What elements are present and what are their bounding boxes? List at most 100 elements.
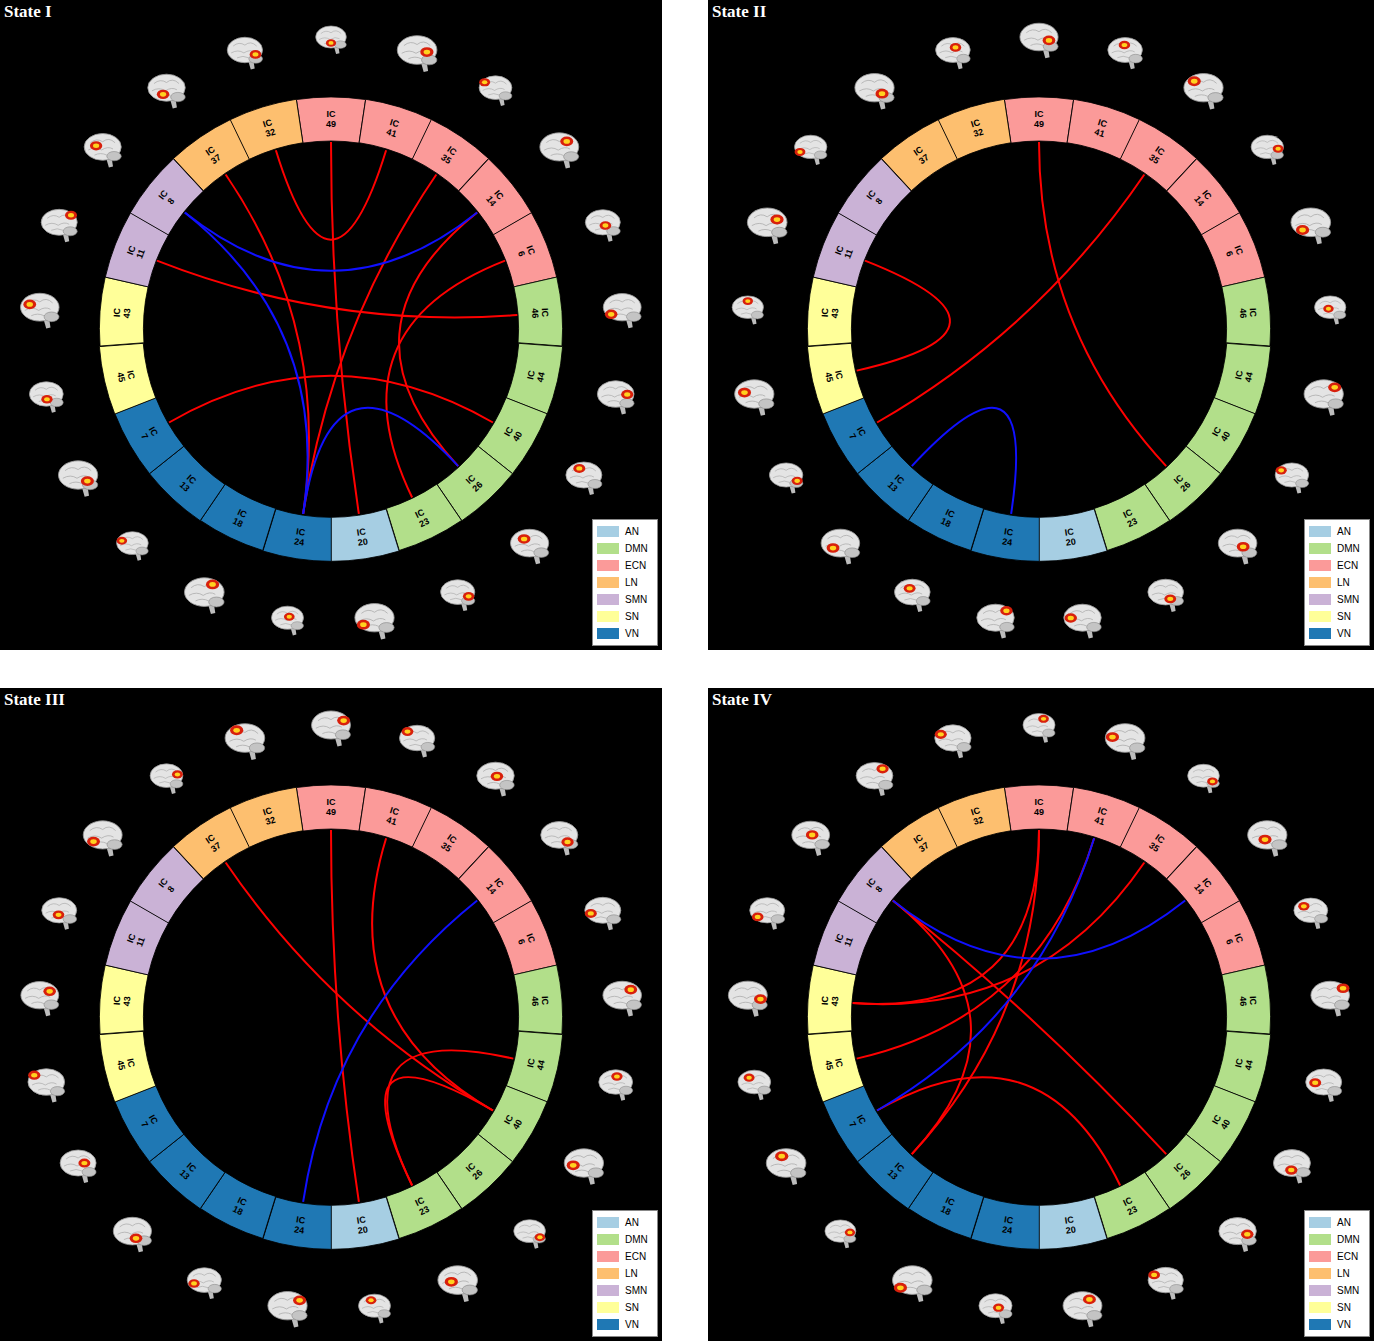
connectivity-chord	[303, 174, 436, 513]
legend-label: AN	[625, 526, 639, 537]
activation-core	[757, 997, 763, 1002]
brain-thumbnail	[511, 529, 549, 564]
brain-thumbnail	[1273, 1150, 1310, 1184]
legend-row: DMN	[597, 1231, 653, 1248]
brain-thumbnail	[935, 725, 971, 758]
brain-thumbnail	[1105, 724, 1145, 760]
segment-label-wrap: IC 45	[803, 1023, 866, 1104]
state-panel: State IVIC 49IC 41IC 35IC 14IC 6IC 46IC …	[708, 688, 1374, 1341]
brain-thumbnail	[1184, 74, 1223, 110]
brain-thumbnail	[358, 1294, 390, 1323]
brain-cerebellum	[292, 1311, 307, 1321]
segment-label-wrap: IC 45	[95, 335, 158, 416]
legend-swatch	[1309, 1319, 1331, 1330]
brain-cerebellum	[500, 780, 515, 789]
brain-thumbnail	[792, 821, 830, 856]
brain-cerebellum	[1000, 622, 1015, 631]
activation-core	[119, 539, 124, 543]
activation-core	[44, 397, 50, 401]
legend-row: AN	[597, 1214, 653, 1231]
segment-outline	[97, 277, 148, 349]
brain-thumbnail	[28, 1069, 65, 1103]
component-label: IC 37	[203, 832, 223, 854]
activation-core	[1312, 1081, 1318, 1085]
brain-thumbnail	[747, 208, 787, 244]
segment-label-wrap: IC 20	[323, 1196, 401, 1254]
segment-outline	[938, 97, 1018, 161]
brain-gyri	[796, 827, 823, 843]
activation-blob	[479, 78, 490, 86]
brain-cortex	[185, 578, 225, 607]
activation-blob	[1309, 1078, 1321, 1087]
activation-core	[938, 732, 944, 736]
component-label: IC 11	[832, 244, 854, 260]
ring-segment: IC 32	[228, 783, 311, 850]
activation-core	[27, 302, 33, 307]
brain-cortex	[358, 1294, 390, 1317]
component-label: IC 6	[516, 932, 538, 948]
brain-cortex	[150, 764, 183, 788]
segment-label-wrap: IC 32	[936, 95, 1019, 162]
legend-row: VN	[597, 1316, 653, 1333]
activation-blob	[293, 1295, 306, 1305]
segment-outline	[805, 965, 856, 1037]
brain-thumbnail	[21, 293, 60, 328]
brain-cerebellum	[1315, 915, 1328, 923]
segment-label-wrap: IC 49	[295, 783, 367, 831]
activation-core	[466, 594, 472, 598]
activation-blob	[1000, 606, 1012, 615]
panel-title: State III	[4, 690, 65, 710]
activation-core	[81, 1161, 87, 1165]
legend-swatch	[597, 1268, 619, 1279]
brain-cerebellum	[759, 399, 774, 409]
legend-label: DMN	[1337, 543, 1360, 554]
connectivity-chord	[912, 830, 1039, 1154]
brain-thumbnail	[1251, 135, 1283, 165]
brain-cerebellum	[421, 742, 435, 751]
component-label: IC 20	[356, 1214, 369, 1235]
activation-core	[1046, 38, 1052, 43]
legend-label: ECN	[1337, 560, 1358, 571]
brain-cortex	[1306, 1069, 1342, 1095]
activation-core	[1210, 779, 1215, 783]
brain-thumbnail	[441, 580, 475, 611]
component-label: IC 7	[846, 425, 868, 443]
component-label: IC 26	[463, 1160, 484, 1181]
activation-blob	[463, 592, 474, 601]
component-label: IC 40	[502, 425, 524, 444]
brain-thumbnail	[113, 1217, 151, 1252]
brain-cortex	[225, 724, 265, 753]
activation-blob	[876, 764, 888, 773]
component-label: IC 14	[484, 876, 506, 896]
brain-cerebellum	[791, 1168, 806, 1178]
brain-thumbnail	[477, 762, 514, 796]
activation-blob	[792, 477, 803, 485]
brain-cortex	[148, 74, 185, 101]
brain-gyri	[603, 1075, 627, 1089]
brain-cortex	[479, 76, 512, 100]
activation-core	[741, 390, 748, 395]
activation-blob	[1188, 76, 1201, 86]
brain-thumbnail	[479, 76, 512, 106]
activation-core	[624, 392, 630, 396]
brain-cortex	[1291, 208, 1331, 237]
component-label: IC 18	[231, 1195, 249, 1217]
component-label: IC 46	[530, 996, 551, 1007]
component-label: IC 7	[138, 425, 160, 443]
state-panel: State IIC 49IC 41IC 35IC 14IC 6IC 46IC 4…	[0, 0, 662, 650]
legend-label: ECN	[625, 560, 646, 571]
legend-row: SMN	[597, 591, 653, 608]
brain-cerebellum	[1315, 227, 1330, 237]
brain-thumbnail	[893, 1266, 933, 1302]
activation-core	[160, 92, 166, 97]
brain-cortex	[750, 898, 785, 923]
ring-segment: IC 43	[803, 964, 856, 1039]
brain-cortex	[603, 981, 642, 1009]
component-label: IC 26	[1171, 472, 1192, 493]
activation-core	[576, 466, 582, 470]
brain-gyri	[589, 215, 614, 230]
legend-swatch	[1309, 1302, 1331, 1313]
activation-blob	[827, 543, 840, 553]
brain-thumbnail	[268, 1292, 307, 1328]
activation-blob	[752, 913, 764, 922]
